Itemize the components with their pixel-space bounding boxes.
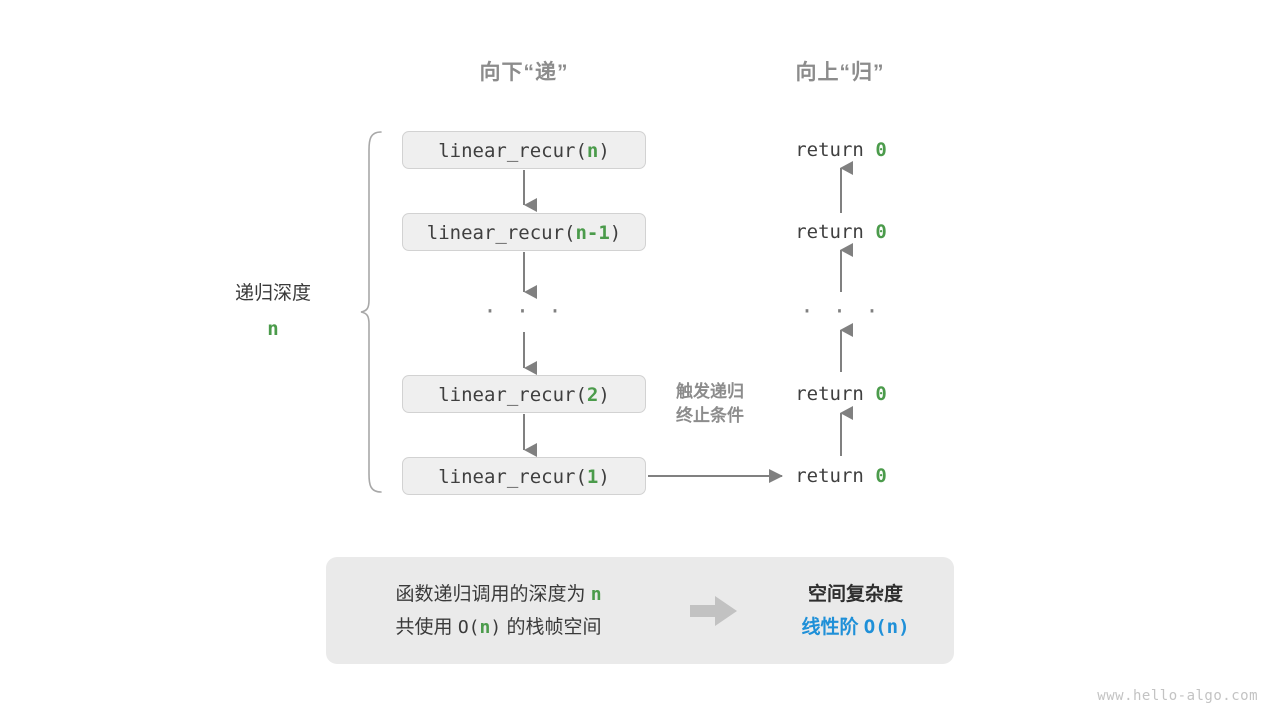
- call-frame-box-1: linear_recur(n): [402, 131, 646, 169]
- call-frame-prefix-4: linear_recur(: [438, 466, 587, 488]
- source-watermark: www.hello-algo.com: [1097, 688, 1258, 704]
- return-statement-4: return 0: [795, 465, 887, 487]
- summary-line-1-text: 函数递归调用的深度为: [395, 583, 591, 605]
- return-keyword-2: return: [795, 221, 864, 243]
- return-statement-3: return 0: [795, 383, 887, 405]
- call-frame-arg-2: n-1: [575, 222, 610, 244]
- descend-ellipsis: · · ·: [483, 299, 565, 325]
- base-case-note-line1: 触发递归: [676, 382, 744, 401]
- return-keyword-1: return: [795, 139, 864, 161]
- recursion-depth-value: n: [267, 318, 279, 340]
- call-frame-suffix-2: ): [609, 222, 622, 244]
- summary-result-value-mono: O(n): [863, 615, 910, 638]
- call-frame-arg-1: n: [586, 140, 599, 162]
- summary-description: 函数递归调用的深度为 n 共使用 O(n) 的栈帧空间: [326, 578, 671, 644]
- summary-line-2-bigo-open: O(: [457, 616, 480, 638]
- summary-result-value: 线性阶 O(n): [757, 611, 954, 644]
- call-frame-box-2: linear_recur(n-1): [402, 213, 646, 251]
- base-case-note: 触发递归 终止条件: [676, 380, 744, 428]
- call-frame-prefix-1: linear_recur(: [438, 140, 587, 162]
- depth-brace-icon: [360, 131, 382, 493]
- call-frame-suffix-3: ): [598, 384, 610, 406]
- block-arrow-right-icon: [690, 595, 737, 626]
- call-frame-box-3: linear_recur(2): [402, 375, 646, 413]
- call-frame-box-4: linear_recur(1): [402, 457, 646, 495]
- summary-arrow-slot: [671, 593, 757, 629]
- complexity-summary-panel: 函数递归调用的深度为 n 共使用 O(n) 的栈帧空间 空间复杂度 线性阶 O(…: [326, 557, 954, 664]
- base-case-note-line2: 终止条件: [676, 406, 744, 425]
- call-frame-prefix-2: linear_recur(: [426, 222, 576, 244]
- return-value-4: 0: [875, 465, 887, 487]
- summary-line-2-pre: 共使用: [395, 616, 458, 638]
- return-value-2: 0: [875, 221, 887, 243]
- return-statement-2: return 0: [795, 221, 887, 243]
- summary-line-2-bigo-close: ): [490, 616, 502, 638]
- return-statement-1: return 0: [795, 139, 887, 161]
- call-frame-prefix-3: linear_recur(: [438, 384, 587, 406]
- return-keyword-3: return: [795, 383, 864, 405]
- return-value-1: 0: [875, 139, 887, 161]
- summary-line-1-var: n: [590, 583, 602, 605]
- return-value-3: 0: [875, 383, 887, 405]
- call-frame-suffix-4: ): [598, 466, 610, 488]
- call-frame-arg-3: 2: [586, 384, 599, 406]
- recursion-depth-text: 递归深度: [234, 283, 312, 304]
- call-frame-suffix-1: ): [598, 140, 610, 162]
- summary-result-value-text: 线性阶: [801, 616, 864, 638]
- summary-line-2-var: n: [479, 616, 491, 638]
- summary-line-2: 共使用 O(n) 的栈帧空间: [326, 611, 671, 644]
- summary-line-2-post: 的栈帧空间: [501, 616, 602, 638]
- summary-result: 空间复杂度 线性阶 O(n): [757, 578, 954, 644]
- column-header-descend: 向下“递”: [479, 61, 569, 84]
- summary-line-1: 函数递归调用的深度为 n: [326, 578, 671, 611]
- summary-result-title: 空间复杂度: [807, 583, 903, 605]
- return-keyword-4: return: [795, 465, 864, 487]
- column-header-ascend: 向上“归”: [795, 61, 885, 84]
- call-frame-arg-4: 1: [586, 466, 599, 488]
- recursion-depth-label: 递归深度 n: [235, 281, 311, 342]
- ascend-ellipsis: · · ·: [800, 299, 882, 325]
